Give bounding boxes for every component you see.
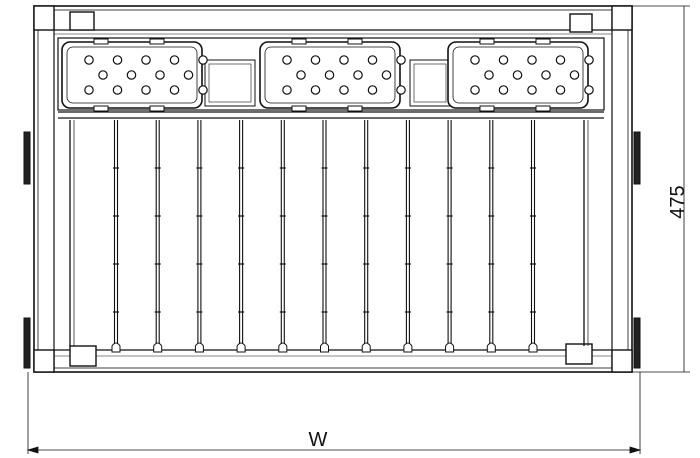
handle-hole — [126, 70, 137, 80]
handle-group — [61, 38, 594, 112]
right-bracket-lower — [633, 317, 641, 369]
handle-hole — [198, 55, 208, 65]
rail-11 — [528, 120, 538, 353]
handle-hole — [470, 55, 480, 65]
handle-hole — [282, 55, 292, 65]
handle-hole — [396, 55, 406, 65]
handle-hole — [584, 55, 594, 65]
rail-10 — [486, 120, 496, 353]
handle-bar — [57, 37, 605, 119]
handle-hole — [169, 55, 180, 65]
handle-hole — [169, 85, 180, 95]
handle-hole — [470, 85, 480, 95]
outer-frame — [33, 5, 633, 373]
handle-hole — [141, 55, 151, 65]
handle-hole — [527, 55, 537, 65]
right-bracket-upper — [633, 131, 641, 185]
handle-2 — [259, 38, 406, 112]
handle-hole — [584, 85, 594, 95]
corner-block-bottom-left — [33, 349, 55, 373]
handle-hole — [296, 70, 306, 80]
handle-hole — [396, 85, 406, 95]
handle-hole — [310, 85, 321, 95]
height-dimension-label: 475 — [667, 185, 689, 218]
handle-hole — [183, 70, 194, 80]
inner-block-top-right — [569, 13, 593, 33]
handle-hole — [155, 70, 165, 80]
rail-9 — [445, 120, 455, 353]
handle-hole — [555, 85, 566, 95]
side-brackets — [23, 131, 641, 369]
handle-hole — [569, 70, 580, 80]
handle-hole — [367, 85, 378, 95]
rail-3 — [194, 120, 204, 353]
handle-hole — [324, 70, 335, 80]
handle-hole — [498, 85, 509, 95]
rail-6 — [320, 120, 329, 353]
handle-hole — [484, 70, 494, 80]
handle-hole — [310, 55, 321, 65]
handle-hole — [527, 85, 537, 95]
left-bracket-upper — [23, 131, 31, 185]
rail-1 — [111, 120, 121, 353]
width-dimension-label: W — [309, 429, 328, 451]
handle-hole — [512, 70, 523, 80]
handle-3 — [447, 38, 594, 112]
handle-hole — [555, 55, 566, 65]
handle-hole — [353, 70, 363, 80]
inner-block-top-left — [69, 11, 95, 31]
corner-block-top-left — [33, 5, 55, 31]
handle-hole — [112, 85, 123, 95]
handle-hole — [141, 85, 151, 95]
handle-hole — [498, 55, 509, 65]
handle-hole — [339, 85, 349, 95]
rail-2 — [153, 120, 163, 353]
corner-block-bottom-right — [611, 349, 633, 373]
rail-8 — [403, 120, 413, 353]
rail-7 — [361, 120, 371, 353]
inner-block-bottom-right — [565, 343, 593, 365]
handle-hole — [112, 55, 123, 65]
rail-group — [69, 120, 589, 353]
corner-blocks — [33, 5, 633, 373]
rail-5 — [278, 120, 288, 353]
handle-hole — [198, 85, 208, 95]
handle-hole — [367, 55, 378, 65]
handle-hole — [84, 85, 94, 95]
handle-hole — [339, 55, 349, 65]
handle-hole — [98, 70, 108, 80]
left-bracket-lower — [23, 317, 31, 369]
handle-1 — [61, 38, 208, 112]
dimension-lines — [26, 5, 690, 454]
rail-4 — [236, 120, 246, 353]
corner-block-top-right — [611, 5, 633, 31]
handle-hole — [381, 70, 392, 80]
handle-hole — [84, 55, 94, 65]
inner-block-bottom-left — [69, 345, 97, 367]
handle-hole — [541, 70, 551, 80]
handle-hole — [282, 85, 292, 95]
